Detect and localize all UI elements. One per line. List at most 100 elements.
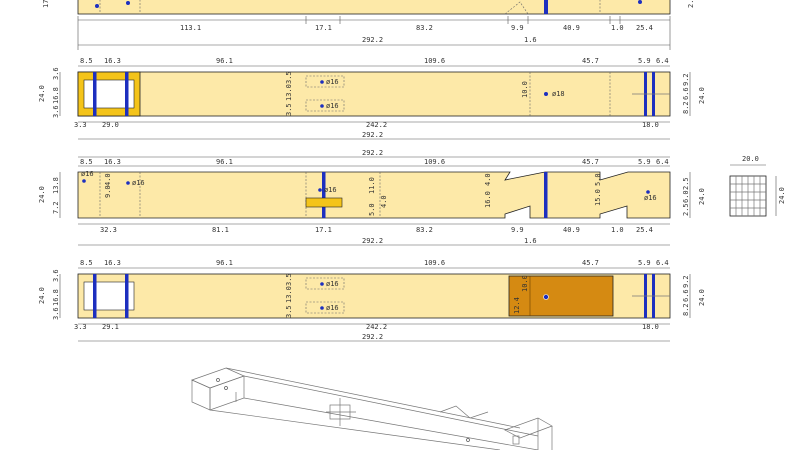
steel-post — [93, 274, 97, 318]
dim-label: 24.0 — [698, 87, 706, 104]
dim-label: 8.5 — [80, 57, 93, 65]
bolt-hole — [543, 294, 549, 300]
dim-total: 292.2 — [362, 237, 383, 245]
iso-bolt — [512, 435, 520, 445]
dim-label: 83.2 — [416, 24, 433, 32]
bolt-label: ø16 — [324, 186, 337, 194]
dim-label: 6.6 — [682, 289, 690, 302]
dim-label: 3.6 — [52, 67, 60, 80]
dim-label: 29.1 — [102, 323, 119, 331]
dim-label: 109.6 — [424, 158, 445, 166]
dim-label: 25.4 — [636, 24, 653, 32]
dim-label: 5.9 — [638, 57, 651, 65]
dim-label: 3.5 — [285, 71, 293, 84]
dim-label: 32.3 — [100, 226, 117, 234]
dim-label: 2.5 — [687, 0, 695, 8]
iso-bolt — [216, 378, 220, 382]
dim-label: 8.5 — [80, 158, 93, 166]
steel-post — [544, 0, 548, 14]
dim-label: 24.0 — [698, 289, 706, 306]
bolt-label: ø16 — [326, 304, 339, 312]
bolt-hole — [638, 0, 642, 4]
dim-label: 25.4 — [636, 226, 653, 234]
section-height: 24.0 — [778, 187, 786, 204]
dim-label: 1.0 — [611, 24, 624, 32]
dim-label: 16.3 — [104, 57, 121, 65]
dim-label: 15.0 — [594, 189, 602, 206]
bolt-hole — [82, 179, 86, 183]
iso-bolt — [466, 438, 470, 442]
dim-label: 109.6 — [424, 259, 445, 267]
dim-label: 13.0 — [285, 286, 293, 303]
dim-label: 16.8 — [52, 87, 60, 104]
dim-label: 18.0 — [642, 121, 659, 129]
dim-label: 17.1 — [315, 24, 332, 32]
steel-post — [544, 172, 548, 218]
dim-label: 113.1 — [180, 24, 201, 32]
dim-label: 24.0 — [698, 188, 706, 205]
iso-edge — [209, 409, 501, 450]
hidden-slot — [305, 75, 345, 88]
steel-plate — [305, 197, 343, 208]
dim-label: 16.3 — [104, 158, 121, 166]
bolt-label: ø16 — [81, 170, 94, 178]
view-2: 8.5 16.3 96.1 109.6 45.7 5.9 6.4 ø16 ø16… — [38, 57, 706, 140]
isometric-view — [191, 367, 553, 450]
steel-post — [322, 172, 326, 218]
steel-post — [125, 72, 129, 116]
notch-line — [504, 1, 529, 15]
dim-label: 242.2 — [366, 121, 387, 129]
hidden-slot — [305, 99, 345, 112]
dim-label: 7.2 — [52, 201, 60, 214]
dim-label: 81.1 — [212, 226, 229, 234]
dim-label: 10.0 — [521, 81, 529, 98]
iso-edge — [243, 375, 539, 437]
dim-label: 109.6 — [424, 57, 445, 65]
steel-post — [93, 72, 97, 116]
dim-total: 292.2 — [362, 36, 383, 44]
iso-face — [191, 379, 211, 411]
dim-label: 2.5 — [682, 177, 690, 190]
bolt-hole — [318, 188, 322, 192]
dim-label: 3.3 — [74, 121, 87, 129]
bolt-label: ø16 — [326, 78, 339, 86]
bolt-hole — [320, 306, 324, 310]
dim-label: 13.0 — [285, 84, 293, 101]
bolt-label: ø16 — [132, 179, 145, 187]
dim-label: 3.6 — [52, 105, 60, 118]
dim-label: 16.3 — [104, 259, 121, 267]
dim-label: 96.1 — [216, 158, 233, 166]
dim-label: 24.0 — [38, 287, 46, 304]
bolt-label: ø16 — [326, 102, 339, 110]
dim-label: 9.9 — [511, 24, 524, 32]
dim-label: 13.8 — [52, 177, 60, 194]
dim-label: 6.4 — [656, 158, 669, 166]
dim-label: 3.6 — [52, 307, 60, 320]
dim-label: 24.0 — [38, 85, 46, 102]
dim-label: 4.0 — [380, 195, 388, 208]
bolt-hole — [320, 104, 324, 108]
dim-label: 12.4 — [513, 297, 521, 314]
dim-label: 29.0 — [102, 121, 119, 129]
dim-label: 3.5 — [285, 305, 293, 318]
bolt-hole — [95, 4, 99, 8]
dim-label: 1.6 — [524, 36, 537, 44]
bolt-hole — [320, 282, 324, 286]
dim-label: 3.3 — [74, 323, 87, 331]
iso-face — [504, 417, 553, 439]
dim-label: 5.0 — [368, 203, 376, 216]
dim-label: 9.2 — [682, 73, 690, 86]
bolt-label: ø18 — [552, 90, 565, 98]
dim-label: 8.2 — [682, 303, 690, 316]
iso-bolt — [224, 386, 228, 390]
view-3: 292.2 8.5 16.3 96.1 109.6 45.7 5.9 6.4 ø… — [38, 149, 706, 246]
bolt-hole — [126, 1, 130, 5]
iso-face — [209, 375, 245, 411]
dim-label: 5.0 — [594, 173, 602, 186]
dim-label: 11.0 — [368, 177, 376, 194]
dim-label: 17.1 — [315, 226, 332, 234]
iso-edge — [225, 367, 521, 429]
dim-label: 3.5 — [285, 103, 293, 116]
dim-label: 45.7 — [582, 259, 599, 267]
